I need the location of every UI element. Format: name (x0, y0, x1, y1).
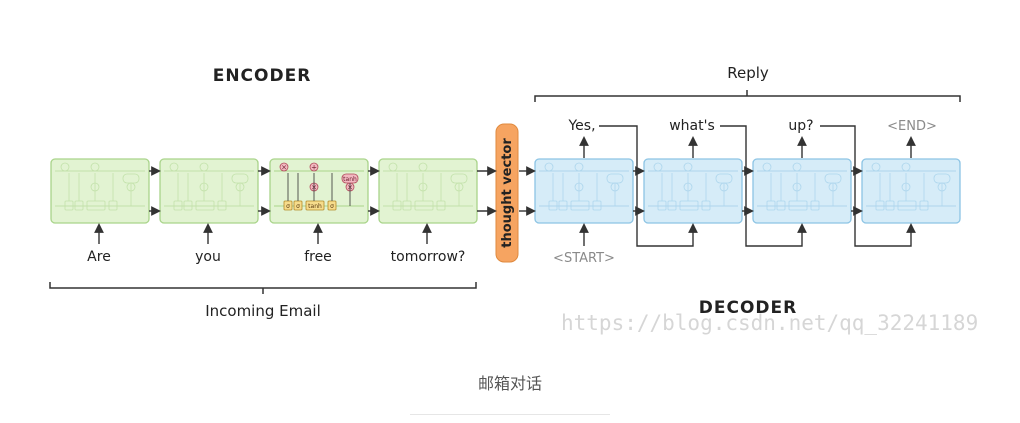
gate-sigma-label: σ (286, 203, 290, 210)
lstm-cell-internals (383, 162, 473, 211)
gate-sigma-label: σ (330, 203, 334, 210)
caption-divider (410, 414, 610, 415)
incoming-email-brace (49, 282, 477, 294)
decoder-lstm-cell (643, 158, 743, 224)
pointwise-op (653, 162, 663, 172)
thought-vector-box (495, 123, 519, 263)
lstm-cell-internals (539, 162, 629, 211)
gate-box (195, 200, 215, 211)
decoder-output-word: up? (788, 118, 813, 134)
pointwise-op-symbol: × (281, 164, 287, 172)
gate-box (788, 200, 808, 211)
pointwise-op (309, 162, 319, 172)
pointwise-op (762, 162, 772, 172)
pointwise-op (792, 162, 802, 172)
incoming-email-label: Incoming Email (205, 302, 321, 320)
encoder-lstm-cell (378, 158, 478, 224)
watermark: https://blog.csdn.net/qq_32241189 (561, 311, 978, 335)
reply-label: Reply (727, 64, 769, 82)
gate-tanh-label: tanh (308, 203, 322, 210)
gate-box (679, 200, 699, 211)
decoder-lstm-cell (861, 158, 961, 224)
pointwise-op (199, 162, 209, 172)
feedback-loop (720, 125, 807, 247)
tanh-op-label: tanh (343, 176, 357, 183)
pointwise-op (169, 162, 179, 172)
pointwise-op (544, 162, 554, 172)
figure-caption: 邮箱对话 (477, 374, 542, 393)
pointwise-op (60, 162, 70, 172)
lstm-cell-internals (757, 162, 847, 211)
gate-box (897, 200, 917, 211)
decoder-title: DECODER (699, 298, 797, 318)
pointwise-op (388, 162, 398, 172)
feedback-loop (599, 125, 698, 247)
encoder-input-word: Are (87, 249, 111, 265)
lstm-cell-internals (648, 162, 738, 211)
feedback-loop (820, 125, 916, 247)
decoder-output-word: what's (669, 118, 715, 134)
lstm-cell-internals (866, 162, 956, 211)
encoder-input-word: you (195, 249, 221, 265)
decoder-lstm-cell (534, 158, 634, 224)
pointwise-op-symbol: + (311, 164, 317, 172)
lstm-cell-internals (55, 162, 145, 211)
pointwise-op (279, 162, 289, 172)
encoder-input-word: tomorrow? (391, 249, 466, 265)
encoder-lstm-cell (50, 158, 150, 224)
start-token: <START> (553, 251, 615, 266)
thought-vector-label: thought vector (500, 138, 515, 248)
pointwise-op (901, 162, 911, 172)
encoder-title: ENCODER (213, 66, 312, 86)
decoder-output-word: Yes, (567, 118, 595, 134)
pointwise-op (574, 162, 584, 172)
end-token: <END> (887, 119, 937, 134)
gate-box (570, 200, 590, 211)
reply-brace (534, 90, 961, 102)
gate-box (414, 200, 434, 211)
gate-box (305, 200, 325, 211)
pointwise-op (418, 162, 428, 172)
lstm-cell-internals (164, 162, 254, 211)
pointwise-op (683, 162, 693, 172)
gate-box (86, 200, 106, 211)
gate-sigma-label: σ (296, 203, 300, 210)
encoder-lstm-cell (159, 158, 259, 224)
pointwise-op (90, 162, 100, 172)
decoder-lstm-cell (752, 158, 852, 224)
pointwise-op (871, 162, 881, 172)
encoder-input-word: free (304, 249, 332, 265)
